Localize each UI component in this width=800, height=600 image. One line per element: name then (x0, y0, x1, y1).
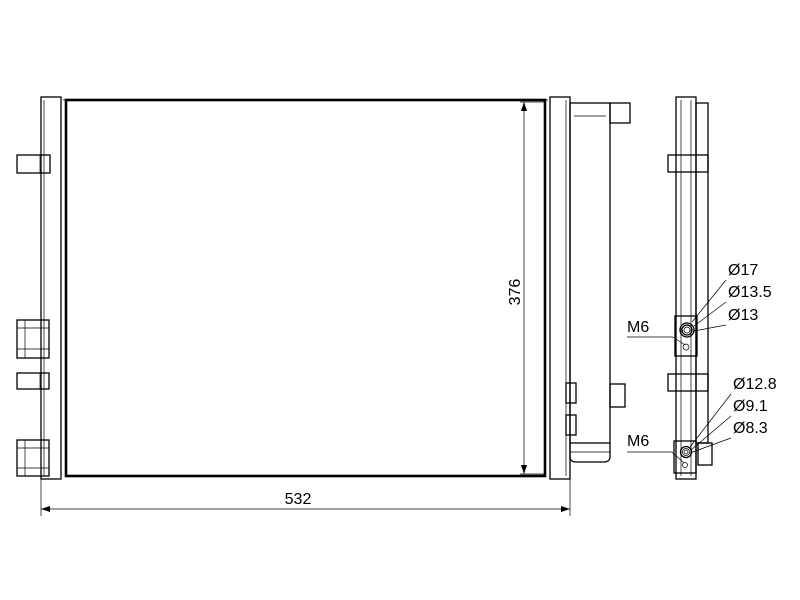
height-dimension: 376 (507, 101, 546, 475)
lower-thread-label: M6 (627, 433, 649, 450)
lower-diameter-3: Ø8.3 (733, 420, 768, 437)
upper-diameter-2: Ø13.5 (728, 284, 772, 301)
upper-connection-block (674, 315, 698, 357)
side-view (667, 96, 713, 480)
upper-diameter-1: Ø17 (728, 262, 758, 279)
lower-connection-callouts: Ø12.8 Ø9.1 Ø8.3 M6 (627, 376, 777, 464)
upper-diameter-3: Ø13 (728, 307, 758, 324)
upper-connection-callouts: Ø17 Ø13.5 Ø13 M6 (627, 262, 772, 346)
upper-thread-label: M6 (627, 319, 649, 336)
height-dimension-value: 376 (507, 279, 524, 306)
lower-diameter-1: Ø12.8 (733, 376, 777, 393)
width-dimension-value: 532 (285, 491, 312, 508)
right-header-tank (549, 96, 631, 480)
left-header-tank (40, 96, 62, 480)
left-mounting-brackets (16, 154, 51, 477)
width-dimension: 532 (40, 478, 571, 516)
condenser-core (63, 98, 548, 478)
lower-connection-block (673, 440, 697, 474)
lower-diameter-2: Ø9.1 (733, 398, 768, 415)
